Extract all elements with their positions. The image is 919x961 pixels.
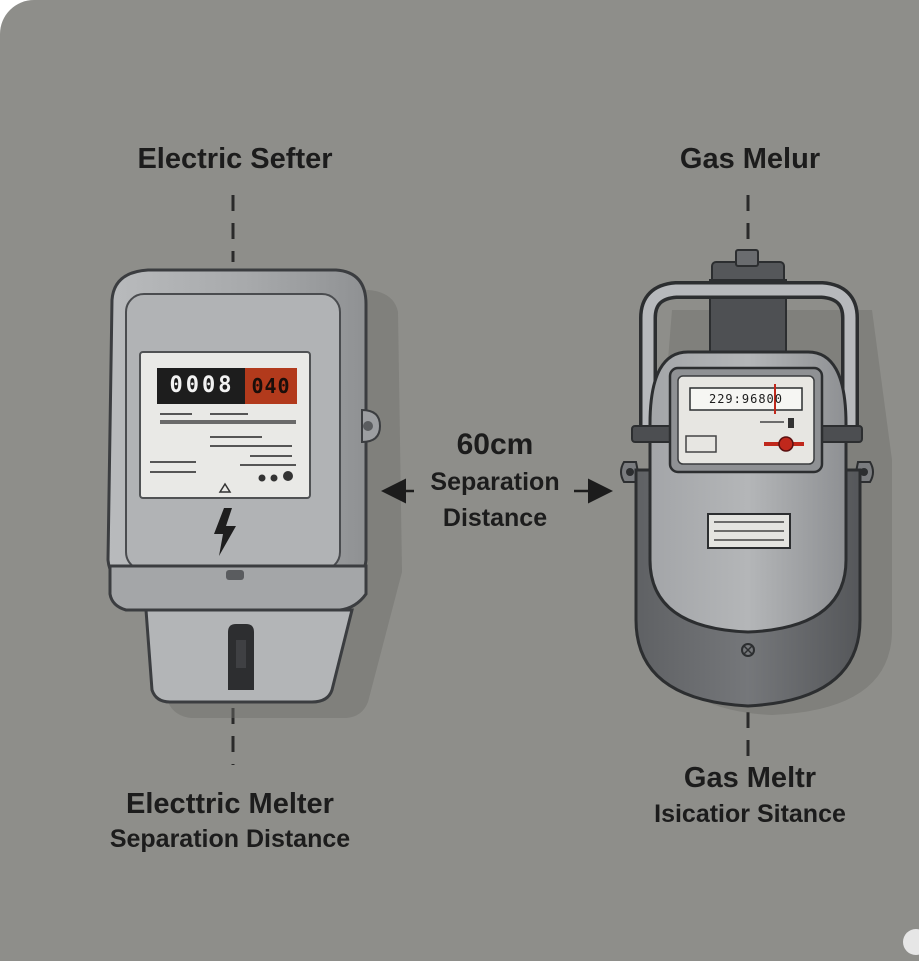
gas-meter xyxy=(620,249,892,715)
gas-counter: 229:96800 xyxy=(708,392,784,406)
electric-meter-top-label: Electric Sefter xyxy=(137,143,333,175)
gas-meter-top-label: Gas Melur xyxy=(679,143,821,175)
electric-display-red: 040 xyxy=(251,374,291,398)
electric-meter-bottom-sublabel: Separation Distance xyxy=(109,825,351,853)
gas-meter-bottom-label: Gas Meltr xyxy=(683,762,817,794)
electric-meter xyxy=(106,268,402,718)
lightning-bolt-icon xyxy=(214,508,236,556)
distance-value: 60cm xyxy=(456,428,534,461)
leader-lines xyxy=(231,195,750,765)
corner-indicator xyxy=(903,929,919,955)
electric-meter-bottom-label: Electtric Melter xyxy=(126,788,334,820)
gas-meter-bottom-sublabel: Isicatior Sitance xyxy=(654,800,846,828)
distance-label-line2: Distance xyxy=(442,504,548,532)
electric-display-black: 0008 xyxy=(169,373,235,398)
distance-label-line1: Separation xyxy=(430,468,560,496)
